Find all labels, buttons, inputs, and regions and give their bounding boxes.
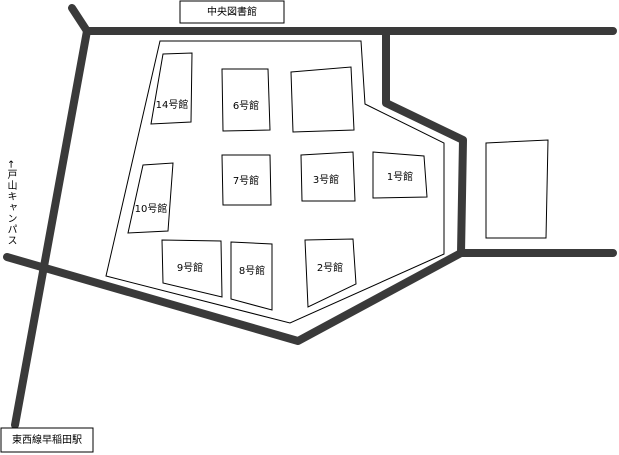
building-6-label: 6号館 — [233, 99, 259, 112]
building-2-label: 2号館 — [317, 261, 343, 274]
building-6[interactable] — [221, 68, 271, 132]
building-8-label: 8号館 — [239, 264, 265, 277]
road-south — [3, 249, 617, 345]
road-top — [68, 4, 617, 35]
building-14-label: 14号館 — [156, 98, 189, 111]
road-east-branch — [382, 27, 467, 257]
library-label: 中央図書館 — [207, 5, 257, 18]
building-10[interactable] — [127, 162, 174, 234]
building-unlabeled-east[interactable] — [485, 139, 549, 239]
building-unlabeled-north[interactable] — [290, 66, 355, 133]
building-3[interactable] — [300, 151, 356, 202]
building-9[interactable] — [161, 239, 223, 298]
toyama-campus-label[interactable]: ←戸山キャンパス — [5, 160, 16, 247]
building-1[interactable] — [372, 151, 428, 199]
building-14[interactable] — [150, 52, 193, 125]
building-10-label: 10号館 — [135, 202, 168, 215]
station-sign[interactable] — [0, 427, 94, 453]
library-sign[interactable] — [179, 0, 285, 24]
building-7-label: 7号館 — [233, 174, 259, 187]
building-9-label: 9号館 — [177, 261, 203, 274]
building-3-label: 3号館 — [313, 173, 339, 186]
building-2[interactable] — [304, 238, 357, 308]
building-1-label: 1号館 — [387, 170, 413, 183]
station-label: 東西線早稲田駅 — [12, 433, 82, 446]
building-8[interactable] — [230, 241, 273, 311]
road-west-vertical — [11, 27, 91, 429]
building-7[interactable] — [221, 154, 272, 206]
